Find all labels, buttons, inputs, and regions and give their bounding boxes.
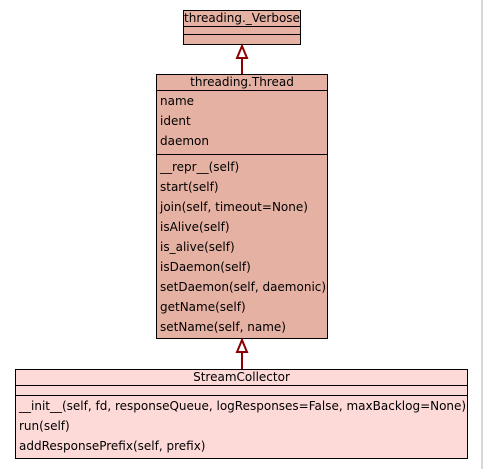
class-box-verbose[interactable]: threading._Verbose [183, 10, 301, 45]
attributes-section [184, 27, 300, 35]
method-item: isAlive(self) [160, 220, 230, 234]
window-edge [481, 0, 483, 469]
method-item: start(self) [160, 180, 219, 194]
attribute-item: name [160, 94, 195, 108]
attribute-item: ident [160, 114, 191, 128]
methods-section: __repr__(self) start(self) join(self, ti… [157, 155, 327, 337]
method-item: isDaemon(self) [160, 260, 251, 274]
class-title: threading._Verbose [184, 11, 300, 27]
inheritance-arrow-streamcollector-thread [235, 337, 249, 369]
methods-section: __init__(self, fd, responseQueue, logRes… [16, 396, 467, 456]
method-item: setDaemon(self, daemonic) [160, 280, 327, 294]
method-item: run(self) [19, 419, 70, 433]
class-title: threading.Thread [157, 75, 327, 91]
method-item: join(self, timeout=None) [160, 200, 308, 214]
method-item: getName(self) [160, 300, 246, 314]
class-box-thread[interactable]: threading.Thread name ident daemon __rep… [156, 74, 328, 339]
method-item: __init__(self, fd, responseQueue, logRes… [19, 399, 467, 413]
method-item: addResponsePrefix(self, prefix) [19, 439, 206, 453]
inheritance-arrow-thread-verbose [235, 43, 249, 74]
attributes-section: name ident daemon [157, 91, 327, 155]
method-item: setName(self, name) [160, 320, 286, 334]
attributes-section [16, 386, 467, 396]
attribute-item: daemon [160, 134, 209, 148]
method-item: __repr__(self) [160, 160, 240, 174]
class-box-streamcollector[interactable]: StreamCollector __init__(self, fd, respo… [15, 369, 468, 459]
method-item: is_alive(self) [160, 240, 235, 254]
class-title: StreamCollector [16, 370, 467, 386]
